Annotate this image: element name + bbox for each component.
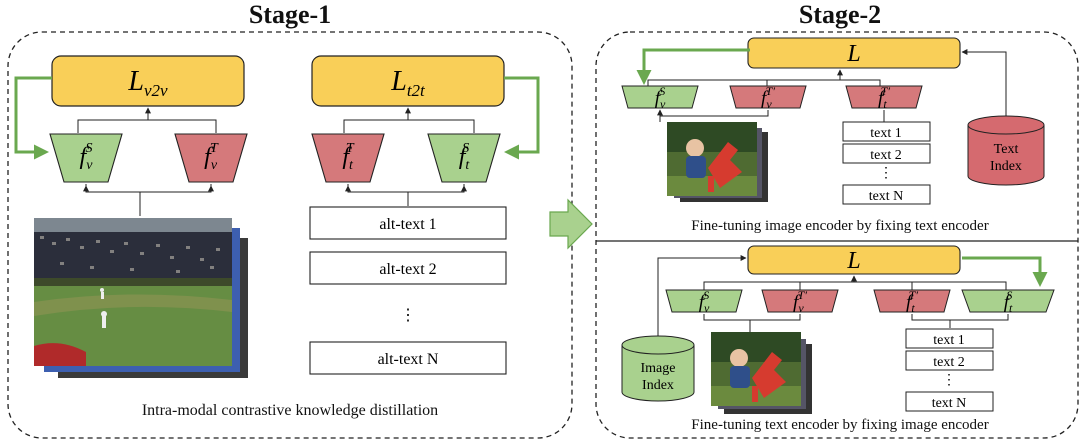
- stage2-top-text-2: text 2: [870, 148, 902, 163]
- student-image-encoder: [49, 133, 123, 183]
- stage2-bottom-teacher-image-encoder: [761, 289, 839, 313]
- stage2-bottom-text-2: text 2: [933, 355, 965, 370]
- stage1-title: Stage-1: [248, 0, 332, 29]
- stage2-top-student-image-encoder: [621, 85, 699, 109]
- loss-t2t-box: [311, 55, 505, 107]
- alt-text-1: alt-text 1: [379, 216, 436, 233]
- stage2-top-child-image-stack: [667, 122, 768, 202]
- stage2-bottom-fvT-label: fvT′: [793, 288, 807, 315]
- enc-fvS-label: fvS: [80, 141, 94, 173]
- stage2-top-teacher-image-encoder: [729, 85, 807, 109]
- stage2-top-teacher-text-encoder: [845, 85, 923, 109]
- stage2-bottom-caption: Fine-tuning text encoder by fixing image…: [691, 417, 989, 433]
- stage2-bottom-fvS-label: fvS: [699, 288, 710, 315]
- image-index-label-2: Index: [642, 378, 674, 393]
- alt-text-2: alt-text 2: [379, 261, 436, 278]
- student-text-encoder: [427, 133, 501, 183]
- stage2-bottom-text-ellipsis: ⋮: [942, 373, 956, 388]
- enc-ftS-label: ftS: [459, 141, 471, 173]
- stage2-top-fvS-label: fvS: [655, 84, 666, 111]
- green-update-arrow-text: [504, 76, 540, 160]
- image-index-label-1: Image: [641, 361, 676, 376]
- enc-ftT-label: ftT: [342, 141, 355, 173]
- stage2-bottom-student-image-encoder: [665, 289, 743, 313]
- stage-transition-arrow: [549, 198, 593, 250]
- alt-text-box-2: [309, 251, 507, 285]
- stage2-bottom-text-box-n: [905, 391, 994, 412]
- stage2-top-text-n: text N: [869, 189, 904, 204]
- alt-text-box-1: [309, 206, 507, 240]
- image-index-cylinder: [621, 335, 695, 402]
- stage2-top-text-box-n: [842, 184, 931, 205]
- baseball-image-stack: [34, 218, 248, 378]
- green-update-arrow-image: [14, 76, 52, 160]
- loss-v2v-box: [51, 55, 245, 107]
- stage2-bottom-ftS-label: ftS: [1004, 288, 1013, 315]
- stage2-bottom-text-box-1: [905, 328, 994, 349]
- stage2-top-text-box-2: [842, 143, 931, 164]
- stage2-top-loss-label: L: [846, 41, 860, 67]
- stage2-bottom-text-n: text N: [932, 396, 967, 411]
- stage2-panel: [595, 31, 1079, 439]
- alt-text-box-n: [309, 341, 507, 375]
- teacher-image-encoder: [174, 133, 248, 183]
- enc-fvT-label: fvT: [204, 141, 219, 173]
- stage2-top-caption: Fine-tuning image encoder by fixing text…: [691, 218, 989, 234]
- stage2-bottom-text-1: text 1: [933, 333, 965, 348]
- stage2-top-loss-box: [747, 37, 961, 69]
- text-index-label-1: Text: [994, 142, 1019, 157]
- stage2-top-text-ellipsis: ⋮: [879, 166, 893, 181]
- stage1-panel: [7, 31, 573, 439]
- stage2-bottom-student-text-encoder: [961, 289, 1055, 313]
- stage1-caption: Intra-modal contrastive knowledge distil…: [141, 402, 439, 419]
- stage2-bottom-child-image-stack: [711, 332, 812, 414]
- stage2-bottom-green-arrow: [962, 256, 1048, 287]
- teacher-text-encoder: [311, 133, 385, 183]
- stage2-top-ftT-label: ftT′: [878, 84, 890, 111]
- stage2-bottom-loss-box: [747, 245, 961, 275]
- stage2-bottom-ftT-label: ftT′: [906, 288, 918, 315]
- stage2-bottom-text-box-2: [905, 350, 994, 371]
- stage2-title: Stage-2: [798, 0, 882, 29]
- alt-text-ellipsis: ⋮: [400, 307, 416, 324]
- loss-t2t-label: Lt2t: [390, 66, 426, 100]
- stage2-bottom-loss-label: L: [846, 248, 860, 274]
- alt-text-n: alt-text N: [378, 351, 439, 368]
- text-index-cylinder: [967, 115, 1045, 186]
- stage2-bottom-teacher-text-encoder: [873, 289, 951, 313]
- text-index-label-2: Index: [990, 159, 1022, 174]
- stage2-top-green-arrow: [636, 48, 750, 85]
- loss-v2v-label: Lv2v: [127, 66, 168, 100]
- stage2-top-fvT-label: fvT′: [761, 84, 775, 111]
- stage2-top-text-1: text 1: [870, 126, 902, 141]
- stage2-top-text-box-1: [842, 121, 931, 142]
